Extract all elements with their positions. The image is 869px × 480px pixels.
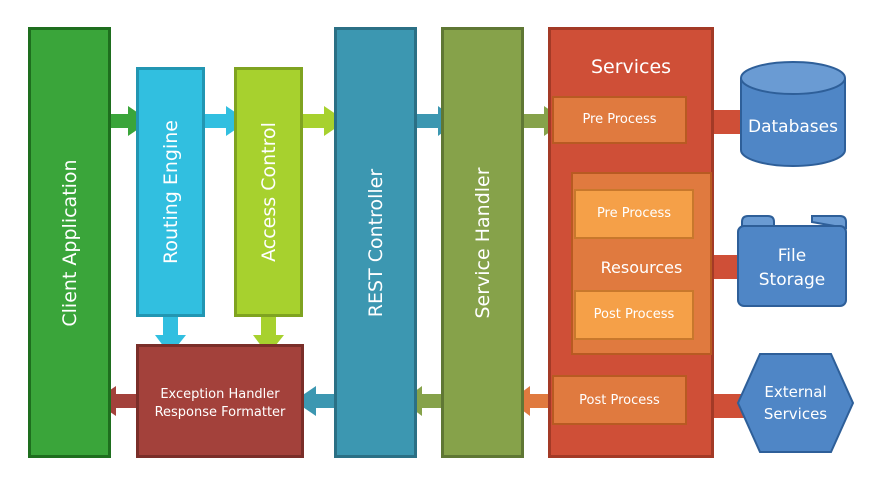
file-storage-label-line1: File — [777, 246, 807, 266]
post-process-bottom-block: Post Process — [552, 375, 687, 425]
pre-process-top-block: Pre Process — [552, 96, 687, 144]
arrow-rest-to-exception — [294, 386, 336, 416]
databases-label: Databases — [748, 117, 838, 137]
external-services-label-line1: External — [764, 383, 827, 401]
services-label: Services — [590, 56, 672, 78]
pre-process-inner-label: Pre Process — [596, 206, 672, 221]
arrow-exception-to-client — [94, 386, 136, 416]
routing-engine-block: Routing Engine — [136, 67, 205, 317]
exception-handler-label: Exception Handler — [160, 387, 280, 402]
post-process-bottom-label: Post Process — [579, 393, 660, 408]
file-storage-label-line2: Storage — [758, 270, 826, 290]
arrow-routing-to-access — [205, 106, 248, 136]
post-process-inner-label: Post Process — [593, 307, 675, 322]
external-services-label-line2: Services — [763, 405, 828, 423]
resources-label: Resources — [600, 258, 683, 277]
access-control-block: Access Control — [234, 67, 303, 317]
post-process-inner-block: Post Process — [574, 290, 694, 340]
rest-controller-block: REST Controller — [334, 27, 417, 458]
response-formatter-label: Response Formatter — [154, 405, 286, 420]
pre-process-top-label: Pre Process — [582, 112, 657, 127]
service-handler-block: Service Handler — [441, 27, 524, 458]
pre-process-inner-block: Pre Process — [574, 189, 694, 239]
arrow-client-to-routing — [110, 106, 150, 136]
exception-handler-block: Exception Handler Response Formatter — [136, 344, 304, 458]
client-application-block: Client Application — [28, 27, 111, 458]
